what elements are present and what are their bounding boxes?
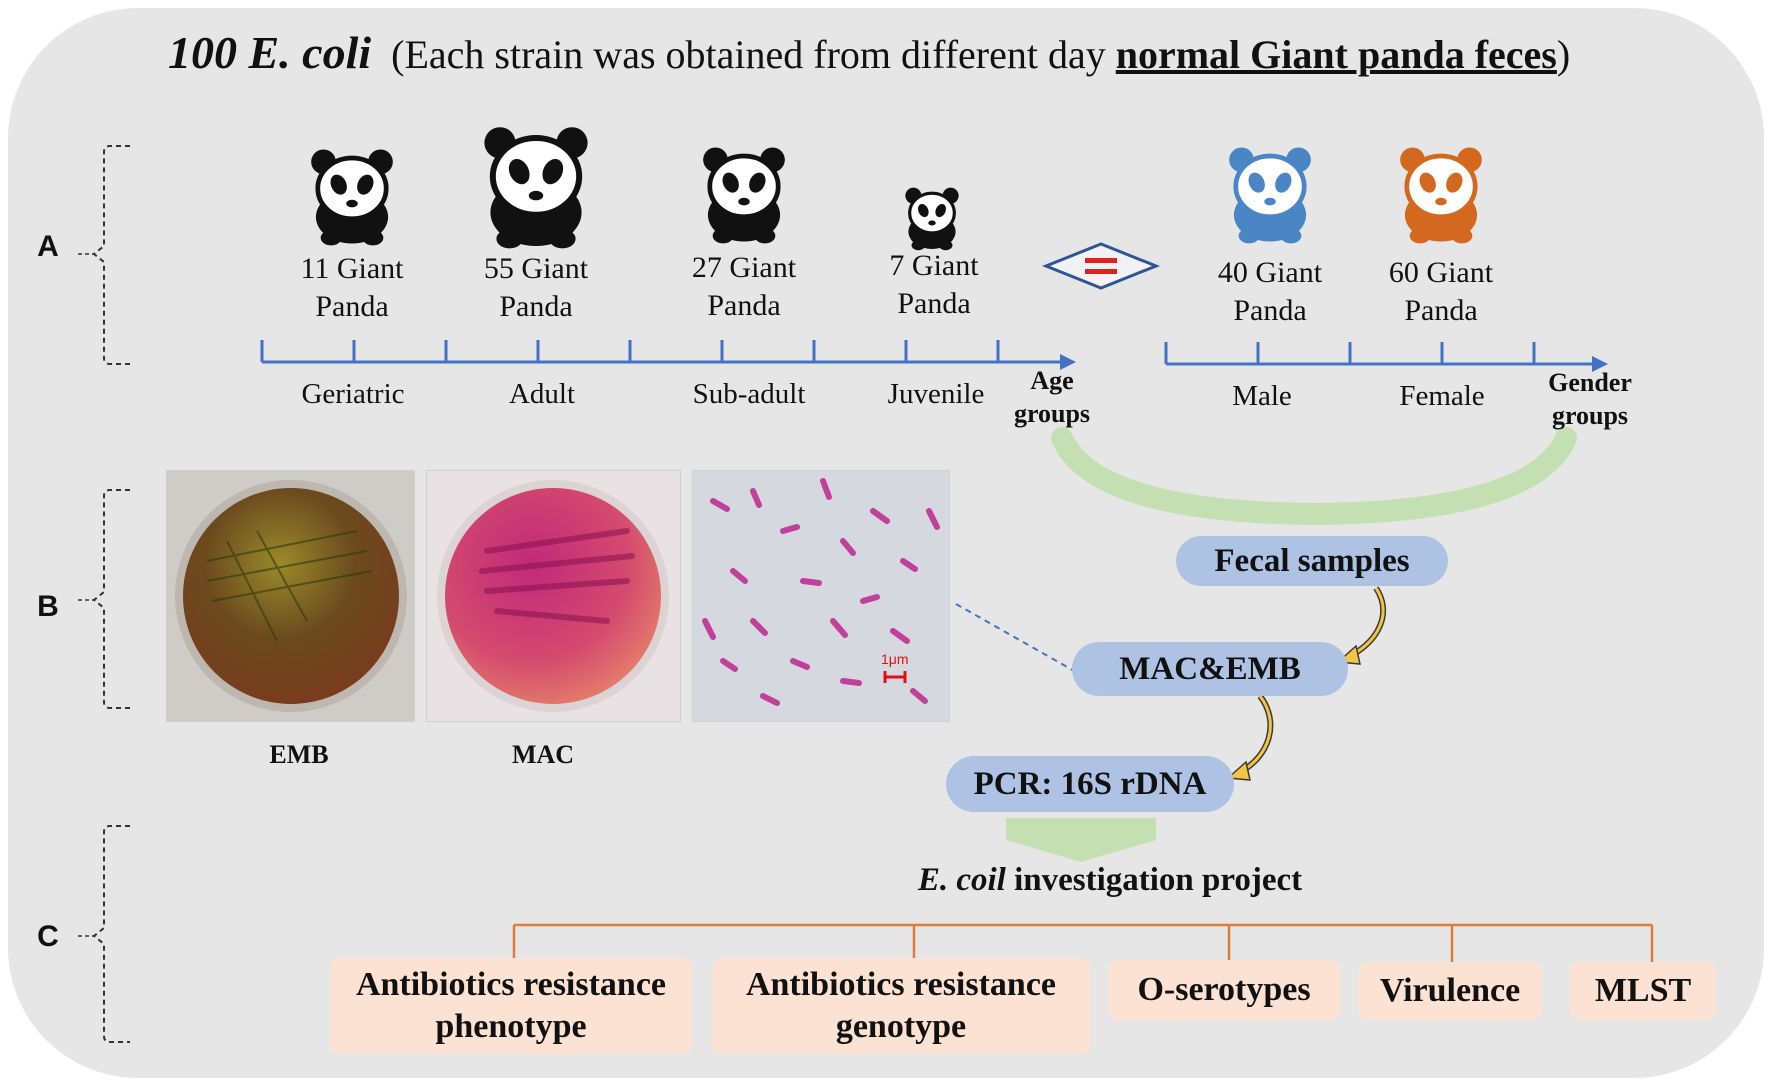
groups-merge-arc (1051, 427, 1577, 526)
age-group-juvenile: Juvenile (887, 378, 985, 410)
panda-count: 60 Giant (1388, 256, 1494, 289)
outcome-tree (512, 923, 1654, 962)
pcr-16s-node: PCR: 16S rDNA (946, 756, 1234, 812)
age-axis (260, 340, 1062, 364)
panda-icon-female (1400, 147, 1482, 243)
panda-icon-juvenile (903, 186, 961, 252)
age-panda-label-adult: 55 Giant Panda (451, 250, 621, 326)
outcome-line1: MLST (1594, 972, 1692, 1009)
project-title-rest: investigation project (1005, 862, 1303, 898)
gender-group-female: Female (1399, 380, 1485, 412)
emb-caption: EMB (269, 740, 329, 769)
outcome-box-virulence: Virulence (1358, 962, 1542, 1020)
title-strain-count: 100 E. coli (168, 27, 372, 78)
age-panda-label-juvenile: 7 Giant Panda (849, 247, 1019, 323)
panda-icon-geriatric (311, 149, 393, 245)
panda-count: 55 Giant (483, 252, 589, 285)
micrograph-image (702, 478, 940, 706)
panda-count: 7 Giant (889, 249, 979, 282)
panda-noun: Panda (707, 289, 781, 322)
emb-plate-image (175, 480, 407, 712)
title-close: ) (1556, 32, 1571, 77)
gram-stain-micrograph: 1μm (692, 470, 950, 722)
outcome-line1: Antibiotics resistance (355, 966, 667, 1003)
outcome-line2: genotype (835, 1008, 967, 1045)
section-label-c: C (37, 920, 59, 953)
panda-icon-adult (484, 127, 587, 248)
title-description: (Each strain was obtained from different… (391, 32, 1116, 77)
project-title: E. coil investigation project (820, 862, 1400, 899)
panda-icon-male (1229, 147, 1311, 243)
mac-plate-photo (426, 470, 681, 722)
gender-axis-arrowhead (1592, 356, 1608, 372)
gender-group-male: Male (1232, 380, 1292, 412)
section-c-bracket-icon (92, 825, 130, 1043)
outcome-line1: Virulence (1379, 972, 1521, 1009)
mac-caption: MAC (511, 740, 575, 769)
age-panda-label-geriatric: 11 Giant Panda (267, 250, 437, 326)
panda-noun: Panda (499, 290, 573, 323)
mac-emb-node: MAC&EMB (1072, 642, 1348, 696)
scale-bar-icon (883, 671, 907, 683)
panda-count: 40 Giant (1217, 256, 1323, 289)
gender-axis-label-line1: Gender (1548, 368, 1632, 397)
outcome-box-resistance-phenotype: Antibiotics resistance phenotype (330, 958, 692, 1054)
outcome-line2: phenotype (435, 1008, 587, 1045)
gender-axis-label: Gender groups (1530, 366, 1650, 432)
age-group-subadult: Sub-adult (692, 378, 806, 410)
section-label-b: B (37, 590, 59, 623)
age-group-adult: Adult (508, 378, 576, 410)
panda-noun: Panda (1404, 294, 1478, 327)
panda-noun: Panda (897, 287, 971, 320)
outcome-box-mlst: MLST (1570, 962, 1716, 1020)
outcome-box-resistance-genotype: Antibiotics resistance genotype (712, 958, 1090, 1054)
panda-noun: Panda (315, 290, 389, 323)
figure-title: 100 E. coli (Each strain was obtained fr… (168, 26, 1570, 79)
panda-count: 11 Giant (300, 252, 404, 285)
panda-noun: Panda (1233, 294, 1307, 327)
scale-bar-label: 1μm (881, 651, 909, 667)
outcome-box-o-serotypes: O-serotypes (1108, 960, 1340, 1020)
outcome-line1: Antibiotics resistance (745, 966, 1057, 1003)
emb-plate-photo (166, 470, 415, 722)
gender-panda-label-female: 60 Giant Panda (1356, 254, 1526, 330)
panda-icon-subadult (703, 147, 785, 243)
green-chevron-arrow (1006, 818, 1156, 862)
project-title-organism: E. coil (917, 862, 1006, 898)
age-group-geriatric: Geriatric (301, 378, 405, 410)
mac-plate-image (437, 480, 669, 712)
panda-count: 27 Giant (691, 251, 797, 284)
title-source: normal Giant panda feces (1115, 32, 1557, 77)
micrograph-connector (955, 603, 1077, 673)
gender-panda-label-male: 40 Giant Panda (1185, 254, 1355, 330)
diamond-equals-icon (1041, 242, 1161, 290)
age-axis-arrowhead (1060, 354, 1076, 370)
section-label-a: A (37, 230, 59, 263)
gender-axis-label-line2: groups (1551, 401, 1629, 430)
age-axis-label-line2: groups (1013, 399, 1091, 428)
age-panda-label-subadult: 27 Giant Panda (659, 249, 829, 325)
section-a-bracket-icon (92, 145, 130, 365)
age-axis-label: Age groups (992, 364, 1112, 430)
age-axis-label-line1: Age (1030, 366, 1074, 395)
gender-axis (1164, 342, 1592, 366)
section-b-bracket-icon (92, 489, 130, 709)
outcome-line1: O-serotypes (1137, 971, 1311, 1008)
fecal-samples-node: Fecal samples (1176, 536, 1448, 586)
